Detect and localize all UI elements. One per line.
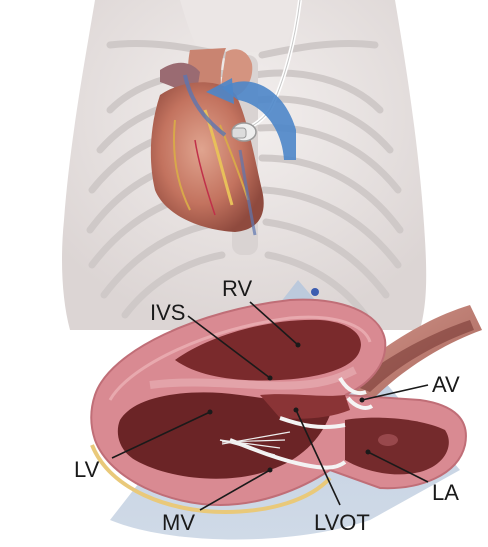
label-av: AV xyxy=(432,372,460,397)
label-lv: LV xyxy=(74,457,100,482)
label-mv: MV xyxy=(162,510,195,535)
label-lvot: LVOT xyxy=(314,510,370,535)
label-ivs: IVS xyxy=(150,300,185,325)
label-la: LA xyxy=(432,480,459,505)
orientation-marker xyxy=(311,288,319,296)
label-rv: RV xyxy=(222,276,252,301)
